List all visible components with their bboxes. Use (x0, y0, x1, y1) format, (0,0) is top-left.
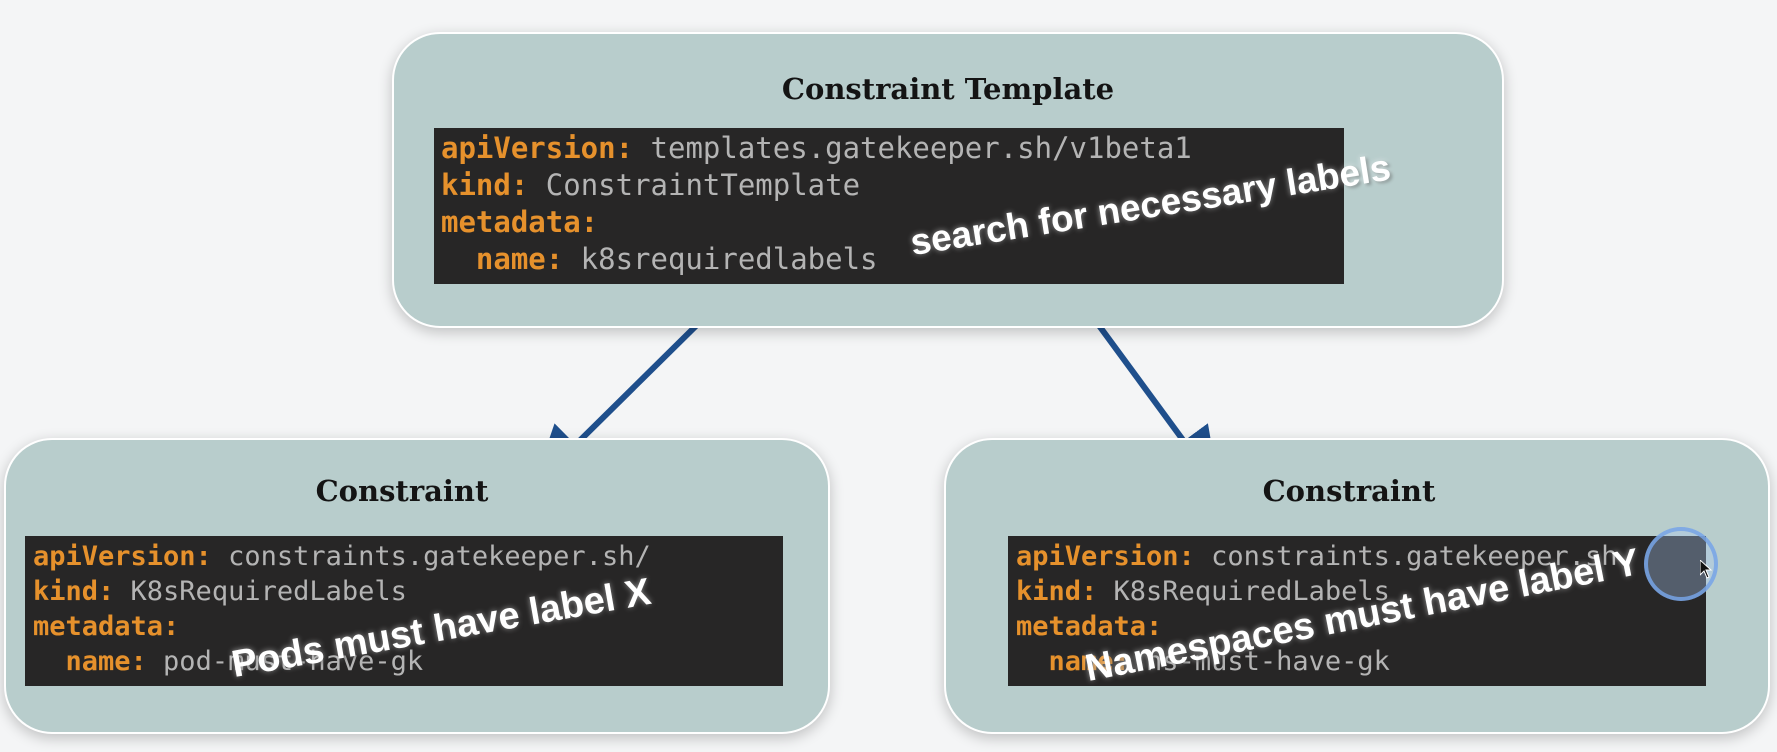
code-line-name: name: ns-must-have-gk (1016, 646, 1390, 677)
code-line-apiversion: apiVersion: constraints.gatekeeper.sh/ (33, 541, 651, 572)
code-line-metadata: metadata: (441, 205, 599, 239)
constraint-template-code: apiVersion: templates.gatekeeper.sh/v1be… (434, 128, 1344, 284)
left-constraint-code: apiVersion: constraints.gatekeeper.sh/ k… (25, 536, 783, 686)
code-line-kind: kind: K8sRequiredLabels (33, 576, 407, 607)
constraint-template-title: Constraint Template (781, 72, 1115, 106)
code-line-kind: kind: K8sRequiredLabels (1016, 576, 1390, 607)
cursor-highlight (1644, 527, 1718, 601)
left-constraint-card: Constraint apiVersion: constraints.gatek… (4, 438, 830, 734)
code-line-kind: kind: ConstraintTemplate (441, 168, 861, 202)
right-constraint-title: Constraint (1262, 474, 1436, 508)
code-line-apiversion: apiVersion: constraints.gatekeeper.sh (1016, 541, 1618, 572)
code-line-name: name: pod-must-have-gk (33, 646, 424, 677)
code-line-metadata: metadata: (33, 611, 180, 642)
constraint-template-card: Constraint Template apiVersion: template… (392, 32, 1504, 328)
code-line-name: name: k8srequiredlabels (441, 242, 878, 276)
left-constraint-title: Constraint (315, 474, 489, 508)
right-constraint-card: Constraint apiVersion: constraints.gatek… (944, 438, 1770, 734)
mouse-pointer-icon (1700, 560, 1713, 579)
code-line-apiversion: apiVersion: templates.gatekeeper.sh/v1be… (441, 131, 1192, 165)
right-constraint-code: apiVersion: constraints.gatekeeper.sh ki… (1008, 536, 1706, 686)
code-line-metadata: metadata: (1016, 611, 1163, 642)
